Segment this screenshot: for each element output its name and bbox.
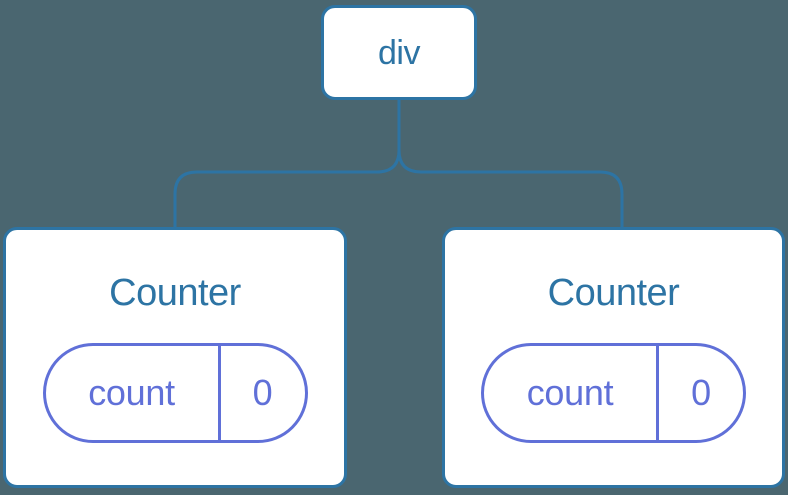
state-value-left: 0 — [252, 372, 273, 413]
node-div-label: div — [378, 33, 420, 72]
connector-to-left-counter — [173, 100, 401, 227]
node-counter-right-label: Counter — [547, 272, 680, 314]
node-counter-left-label: Counter — [109, 272, 241, 314]
state-capsule-left: count 0 — [42, 343, 308, 443]
node-counter-left[interactable]: Counter count 0 — [3, 227, 347, 488]
node-div[interactable]: div — [321, 5, 477, 100]
state-capsule-right: count 0 — [481, 343, 746, 443]
state-value-right: 0 — [691, 372, 711, 413]
node-counter-right[interactable]: Counter count 0 — [442, 227, 785, 488]
state-key-right: count — [484, 346, 659, 440]
state-key-left: count — [46, 346, 221, 440]
connector-to-right-counter — [397, 100, 624, 227]
